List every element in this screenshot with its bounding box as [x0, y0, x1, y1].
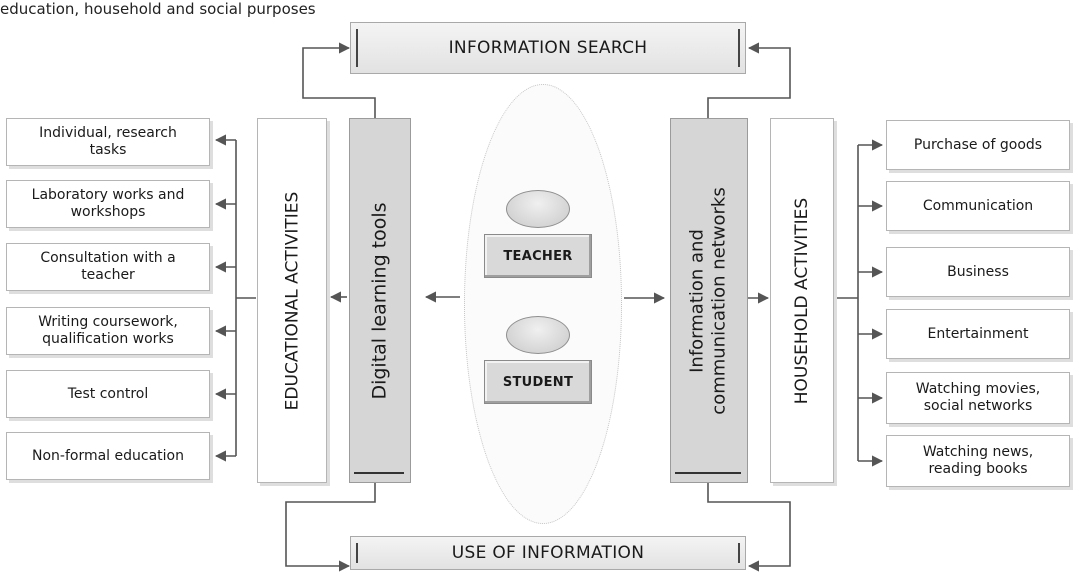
household-item-line2: social networks — [923, 398, 1033, 414]
right-tool-to-use-line — [707, 483, 791, 572]
household-item: Business — [886, 247, 1070, 297]
teacher-box: TEACHER — [484, 234, 592, 278]
information-networks-column: Information and communication networks — [670, 118, 748, 483]
information-search-label: INFORMATION SEARCH — [448, 38, 648, 58]
household-item: Purchase of goods — [886, 120, 1070, 170]
information-networks-label-line2: communication networks — [709, 186, 730, 415]
educational-item-line1: Test control — [67, 385, 149, 402]
educational-item-line2: tasks — [89, 142, 127, 158]
household-item-line1: Communication — [922, 197, 1034, 214]
educational-activities-label: EDUCATIONAL ACTIVITIES — [282, 191, 303, 410]
right-tool-to-search-line — [707, 42, 791, 118]
educational-item: Consultation with a teacher — [6, 243, 210, 291]
student-box: STUDENT — [484, 360, 592, 404]
student-label: STUDENT — [502, 374, 574, 390]
left-tool-to-use-line — [285, 483, 376, 572]
student-oval — [506, 316, 570, 354]
educational-item-line1: Individual, research — [39, 125, 177, 141]
household-item-line1: Business — [947, 263, 1009, 280]
educational-item: Non-formal education — [6, 432, 210, 480]
educational-item-line2: workshops — [70, 204, 146, 220]
teacher-label: TEACHER — [503, 248, 573, 264]
teacher-oval — [506, 190, 570, 228]
educational-item: Laboratory works and workshops — [6, 180, 210, 228]
household-item-line2: reading books — [928, 461, 1028, 477]
educational-activities-column: EDUCATIONAL ACTIVITIES — [257, 118, 327, 483]
household-item-line1: Purchase of goods — [913, 136, 1043, 153]
educational-item: Individual, research tasks — [6, 118, 210, 166]
educational-item-line1: Laboratory works and — [31, 187, 185, 203]
household-item-line1: Watching movies, — [915, 381, 1041, 397]
use-of-information-label: USE OF INFORMATION — [451, 543, 645, 563]
top-caption: education, household and social purposes — [0, 0, 316, 18]
information-networks-label-line1: Information and — [687, 228, 708, 373]
digital-learning-tools-label: Digital learning tools — [369, 201, 391, 400]
household-item-line1: Entertainment — [927, 325, 1029, 342]
educational-item-line1: Non-formal education — [32, 447, 184, 464]
household-item-line1: Watching news, — [922, 444, 1034, 460]
digital-learning-tools-column: Digital learning tools — [349, 118, 411, 483]
educational-item: Writing coursework, qualification works — [6, 307, 210, 355]
household-item: Communication — [886, 181, 1070, 231]
information-search-bar: INFORMATION SEARCH — [350, 22, 746, 74]
center-lens — [464, 84, 622, 524]
household-activities-column: HOUSEHOLD ACTIVITIES — [770, 118, 834, 483]
educational-item-line1: Consultation with a — [40, 250, 176, 266]
household-item: Watching news, reading books — [886, 435, 1070, 487]
household-activities-label: HOUSEHOLD ACTIVITIES — [792, 197, 813, 404]
household-item: Watching movies, social networks — [886, 372, 1070, 424]
educational-item: Test control — [6, 370, 210, 418]
use-of-information-bar: USE OF INFORMATION — [350, 536, 746, 570]
educational-item-line2: qualification works — [42, 331, 174, 347]
educational-item-line2: teacher — [81, 267, 135, 283]
educational-item-line1: Writing coursework, — [38, 314, 178, 330]
left-tool-to-search-line — [302, 42, 376, 118]
household-item: Entertainment — [886, 309, 1070, 359]
